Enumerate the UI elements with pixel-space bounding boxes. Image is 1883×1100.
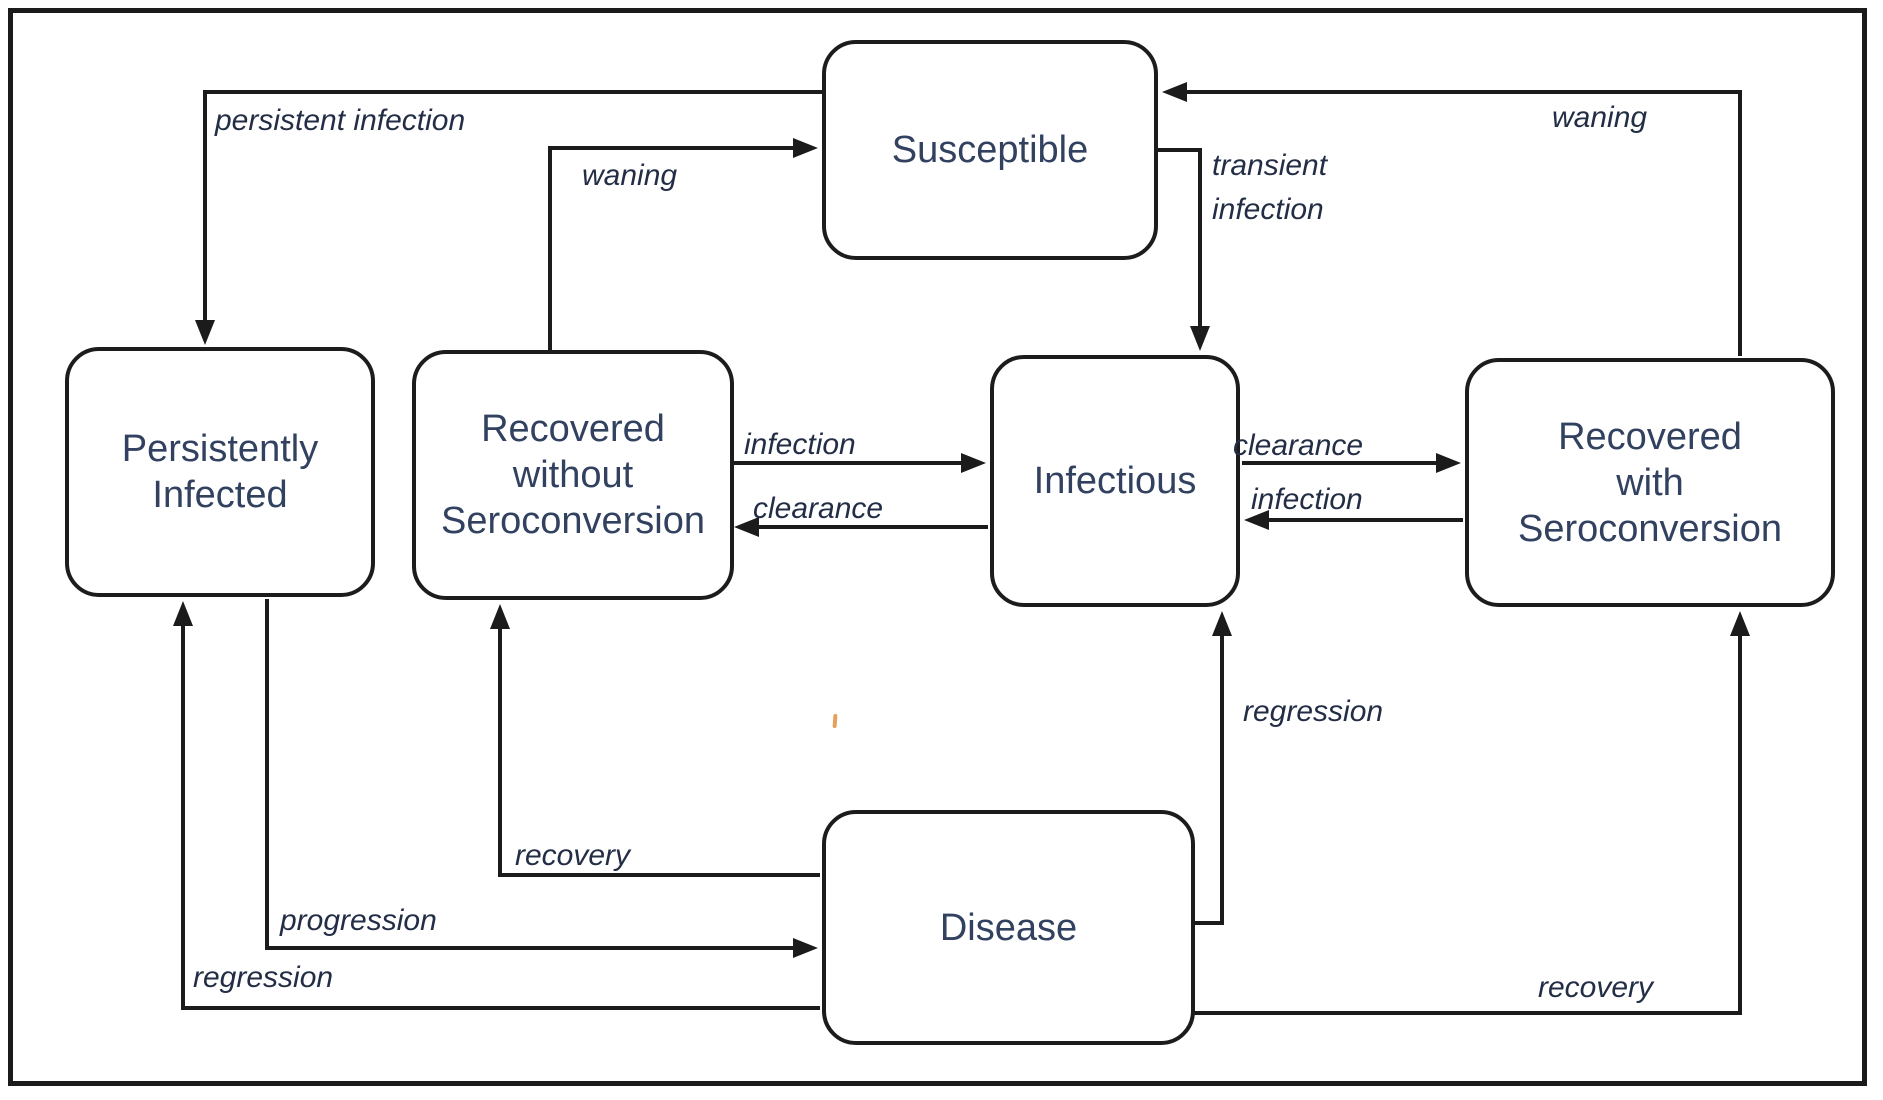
edge-label-transient-infection: transient infection xyxy=(1212,149,1328,226)
edge-label-progression: progression xyxy=(280,904,437,937)
node-label: Disease xyxy=(939,906,1078,949)
edge-persistent-infection-arrow xyxy=(195,90,822,345)
edge-label-recovery-rws: recovery xyxy=(1538,971,1654,1004)
node-recovered-with-seroconversion: Recovered with Seroconversion xyxy=(1465,358,1835,607)
edge-regression-disease-to-infectious-arrow xyxy=(1193,611,1232,925)
edge-regression-disease-to-pi-arrow xyxy=(173,601,820,1010)
edge-waning-right-arrow xyxy=(1162,82,1742,356)
node-label: Infectious xyxy=(1033,460,1197,502)
edge-recovery-disease-to-rwos-arrow xyxy=(490,604,820,877)
node-label-line: Seroconversion xyxy=(440,500,706,542)
edge-waning-left-arrow xyxy=(548,138,818,352)
node-label-line: without xyxy=(512,454,634,496)
edge-label-waning-right: waning xyxy=(1552,101,1648,134)
edge-label-infection-rwos: infection xyxy=(744,428,856,461)
node-label-line: Persistently xyxy=(121,428,319,470)
edge-recovery-disease-to-rws-arrow xyxy=(1193,611,1750,1015)
node-label: Susceptible xyxy=(891,129,1089,171)
node-label-line: Infected xyxy=(152,474,288,516)
edge-label-clearance-rws: clearance xyxy=(1233,429,1364,462)
edge-label-infection-rws: infection xyxy=(1251,483,1363,516)
node-susceptible: Susceptible xyxy=(822,40,1158,260)
edge-progression-arrow xyxy=(265,599,818,958)
node-label-line: with xyxy=(1616,461,1684,504)
node-label-line: Recovered xyxy=(481,408,665,450)
edge-label-recovery-rwos: recovery xyxy=(515,839,631,872)
edge-label-clearance-rwos: clearance xyxy=(753,492,884,525)
edge-label-waning-left: waning xyxy=(582,159,678,192)
edge-label-regression-pi: regression xyxy=(193,961,334,994)
node-recovered-without-seroconversion: Recovered without Seroconversion xyxy=(412,350,734,600)
edge-transient-infection-arrow xyxy=(1158,148,1210,351)
diagram-outer-border xyxy=(8,8,1867,1086)
edge-label-persistent-infection: persistent infection xyxy=(215,104,466,137)
node-label-line: Recovered xyxy=(1558,415,1742,458)
node-infectious: Infectious xyxy=(990,355,1240,607)
node-persistently-infected: Persistently Infected xyxy=(65,347,375,597)
node-label-line: Seroconversion xyxy=(1517,507,1783,550)
node-disease: Disease xyxy=(822,810,1195,1045)
edge-label-regression-infectious: regression xyxy=(1243,695,1384,728)
